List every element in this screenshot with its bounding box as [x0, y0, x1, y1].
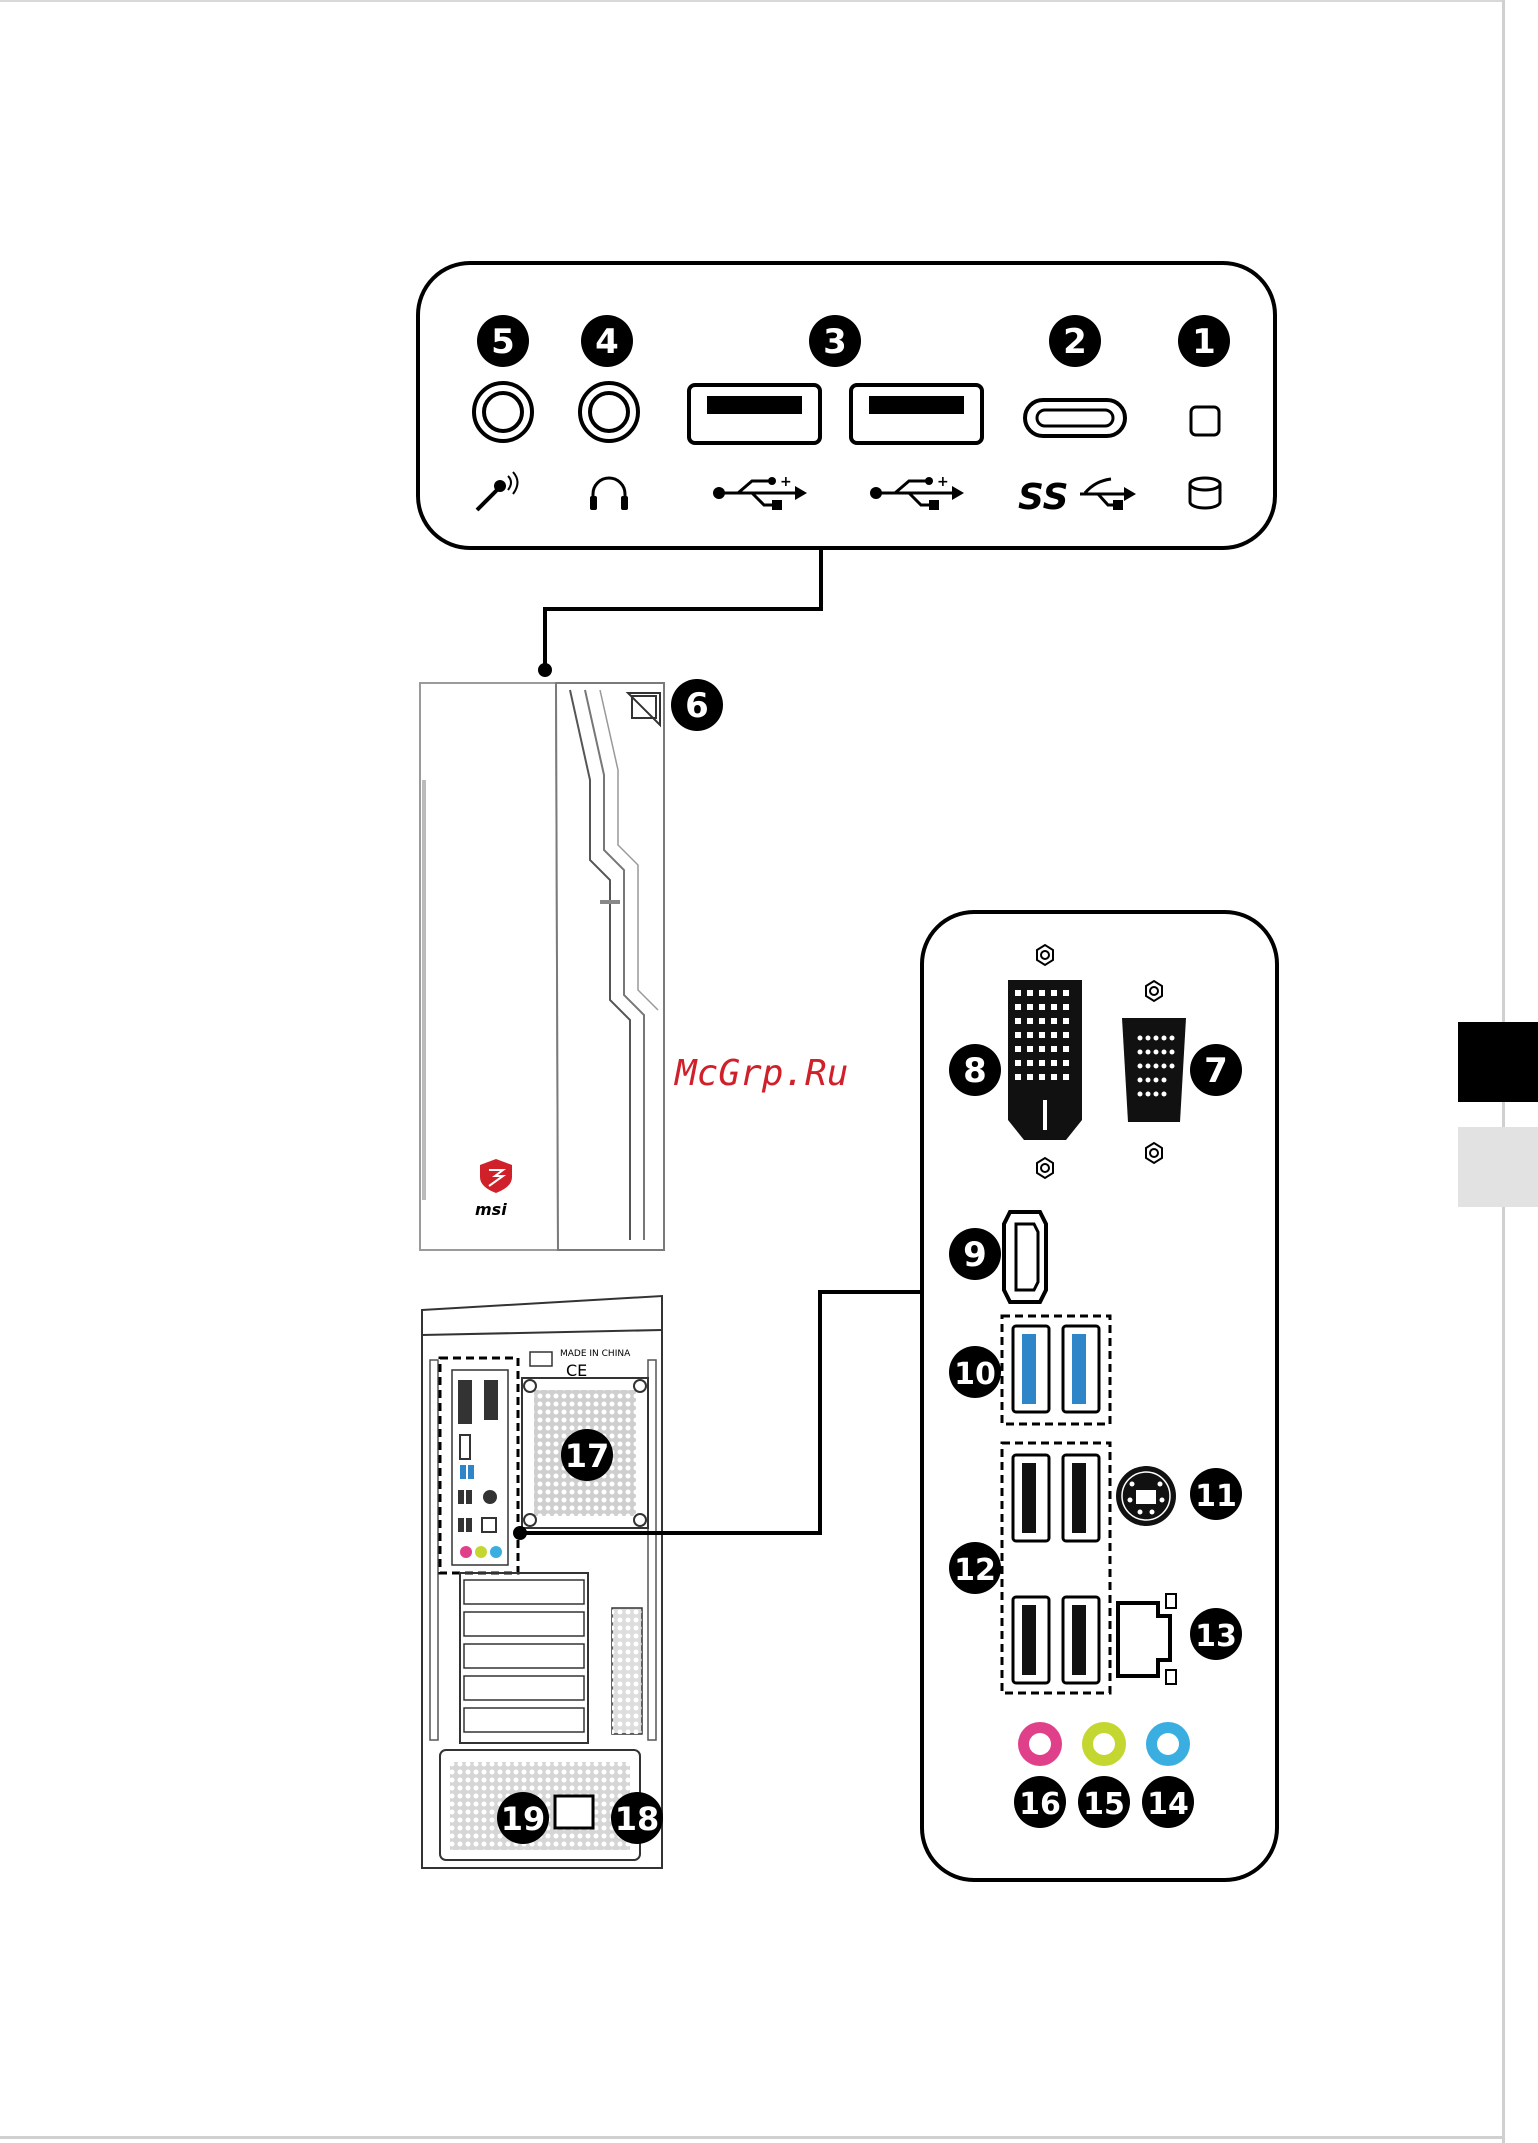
svg-text:1: 1 — [1192, 322, 1216, 362]
callout-3: 3 — [809, 315, 861, 367]
lan-port — [1118, 1594, 1176, 1684]
callout-12: 12 — [949, 1542, 1001, 1594]
svg-text:+: + — [780, 474, 792, 490]
callout-19: 19 — [497, 1792, 549, 1844]
svg-text:7: 7 — [1204, 1051, 1228, 1091]
front-io-panel: 5 4 3 2 1 — [418, 263, 1275, 548]
svg-text:9: 9 — [963, 1235, 987, 1275]
audio-jack-lime — [1082, 1722, 1126, 1766]
callout-8: 8 — [949, 1044, 1001, 1096]
callout-7: 7 — [1190, 1044, 1242, 1096]
callout-4: 4 — [581, 315, 633, 367]
leader-dot — [513, 1526, 527, 1540]
rear-chassis: MADE IN CHINA CE — [422, 1296, 663, 1868]
front-usb-port-1 — [689, 385, 820, 443]
svg-text:6: 6 — [685, 686, 709, 726]
svg-text:4: 4 — [595, 322, 619, 362]
callout-10: 10 — [949, 1346, 1001, 1398]
callout-16: 16 — [1014, 1776, 1066, 1828]
svg-text:18: 18 — [615, 1800, 660, 1838]
callout-6: 6 — [671, 679, 723, 731]
watermark: McGrp.Ru — [673, 1053, 848, 1094]
callout-18: 18 — [611, 1792, 663, 1844]
callout-13: 13 — [1190, 1608, 1242, 1660]
svg-text:3: 3 — [823, 322, 847, 362]
front-chassis: msi 6 — [420, 679, 723, 1250]
svg-text:MADE IN CHINA: MADE IN CHINA — [560, 1349, 631, 1359]
callout-15: 15 — [1078, 1776, 1130, 1828]
svg-text:+: + — [937, 474, 949, 490]
callout-1: 1 — [1178, 315, 1230, 367]
svg-text:13: 13 — [1195, 1619, 1237, 1654]
svg-text:SS: SS — [1018, 477, 1069, 518]
ps2-port — [1116, 1466, 1176, 1526]
callout-11: 11 — [1190, 1468, 1242, 1520]
rear-io-panel: 8 7 9 — [922, 912, 1277, 1880]
svg-text:19: 19 — [501, 1800, 546, 1838]
callout-5: 5 — [477, 315, 529, 367]
svg-text:12: 12 — [954, 1553, 996, 1588]
svg-text:2: 2 — [1063, 322, 1087, 362]
callout-17: 17 — [561, 1429, 613, 1481]
svg-text:17: 17 — [565, 1437, 610, 1475]
svg-text:5: 5 — [491, 322, 515, 362]
leader-dot — [538, 663, 552, 677]
svg-text:14: 14 — [1147, 1787, 1189, 1822]
leader-line-front — [545, 548, 821, 670]
svg-text:16: 16 — [1019, 1787, 1061, 1822]
audio-jack-blue — [1146, 1722, 1190, 1766]
hdmi-port — [1004, 1212, 1046, 1302]
svg-text:15: 15 — [1083, 1787, 1125, 1822]
svg-text:8: 8 — [963, 1051, 987, 1091]
callout-2: 2 — [1049, 315, 1101, 367]
callout-9: 9 — [949, 1228, 1001, 1280]
audio-jack-pink — [1018, 1722, 1062, 1766]
svg-text:msi: msi — [475, 1200, 507, 1219]
svg-text:10: 10 — [954, 1357, 996, 1392]
svg-text:11: 11 — [1195, 1479, 1237, 1514]
callout-14: 14 — [1142, 1776, 1194, 1828]
front-usb-c-port — [1025, 400, 1125, 436]
front-usb-port-2 — [851, 385, 982, 443]
